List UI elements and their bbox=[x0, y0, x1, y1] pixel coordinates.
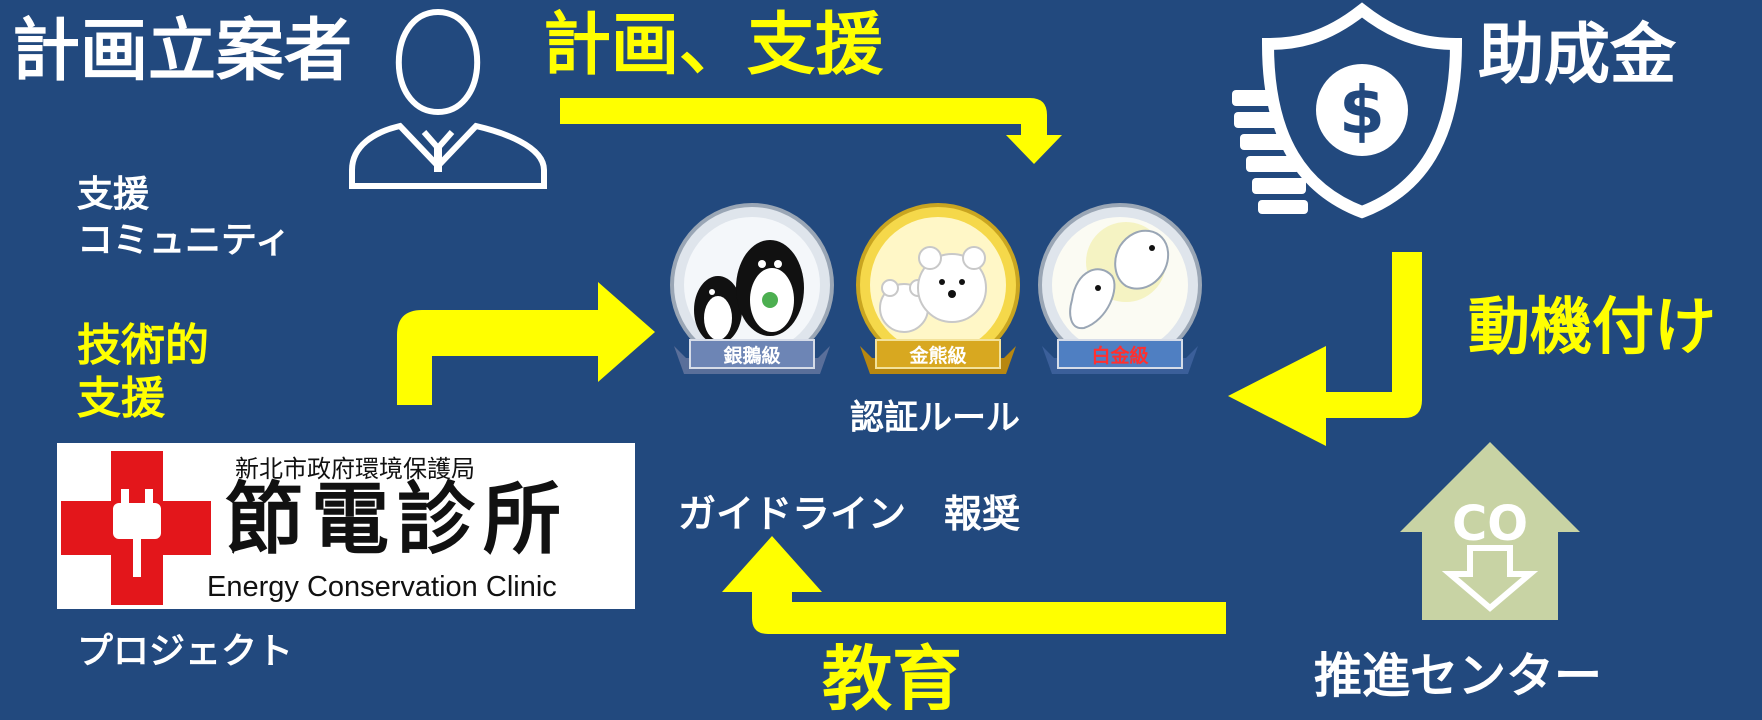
badge-platinum-label: 白金級 bbox=[1091, 344, 1148, 367]
badge-platinum-dolphin: 白金級 bbox=[1038, 203, 1202, 374]
bear-icon bbox=[879, 246, 987, 333]
clinic-bureau-text: 新北市政府環境保護局 bbox=[235, 455, 475, 483]
tech-support-label: 技術的 支援 bbox=[77, 320, 209, 426]
arrow-education bbox=[722, 536, 1226, 634]
community-label: 支援 コミュニティ bbox=[77, 172, 291, 264]
tech-support-line2: 支援 bbox=[77, 372, 165, 424]
project-label: プロジェクト bbox=[77, 631, 294, 672]
arrow-plan-support bbox=[560, 98, 1062, 164]
promotion-center-label: 推進センター bbox=[1314, 648, 1603, 704]
co2-reduction-house-icon: CO 2 bbox=[1400, 442, 1580, 620]
motivation-label: 動機付け bbox=[1468, 290, 1717, 363]
shield-dollar-icon: $ bbox=[1232, 2, 1463, 219]
co2-label: CO bbox=[1452, 496, 1528, 552]
cert-rules-label: 認証ルール bbox=[850, 398, 1020, 438]
subsidy-title: 助成金 bbox=[1478, 16, 1676, 93]
dolphin-icon bbox=[1069, 222, 1170, 330]
tech-support-line1: 技術的 bbox=[77, 320, 209, 371]
plan-support-label: 計画、支援 bbox=[543, 6, 884, 85]
co2-subscript: 2 bbox=[1530, 528, 1543, 549]
education-label: 教育 bbox=[822, 638, 962, 720]
badge-silver-penguin: 銀鵝級 bbox=[670, 203, 834, 374]
badge-silver-label: 銀鵝級 bbox=[723, 344, 780, 367]
arrow-tech-support bbox=[397, 282, 655, 405]
penguin-icon bbox=[694, 240, 804, 344]
red-cross-plug-icon bbox=[61, 451, 211, 605]
planner-title: 計画立案者 bbox=[12, 12, 353, 91]
badge-gold-bear: 金熊級 bbox=[856, 203, 1020, 374]
person-icon bbox=[349, 8, 547, 189]
clinic-name-text: 節電診所 bbox=[225, 474, 570, 565]
community-line1: 支援 bbox=[77, 174, 150, 215]
clinic-logo: 新北市政府環境保護局 節電診所 Energy Conservation Clin… bbox=[57, 443, 635, 609]
badge-gold-label: 金熊級 bbox=[908, 344, 966, 367]
community-line2: コミュニティ bbox=[77, 220, 291, 262]
clinic-english-text: Energy Conservation Clinic bbox=[207, 571, 557, 603]
guideline-reward-label: ガイドライン 報奨 bbox=[678, 492, 1021, 536]
dollar-sign: $ bbox=[1339, 72, 1385, 149]
arrow-motivation bbox=[1228, 252, 1422, 446]
